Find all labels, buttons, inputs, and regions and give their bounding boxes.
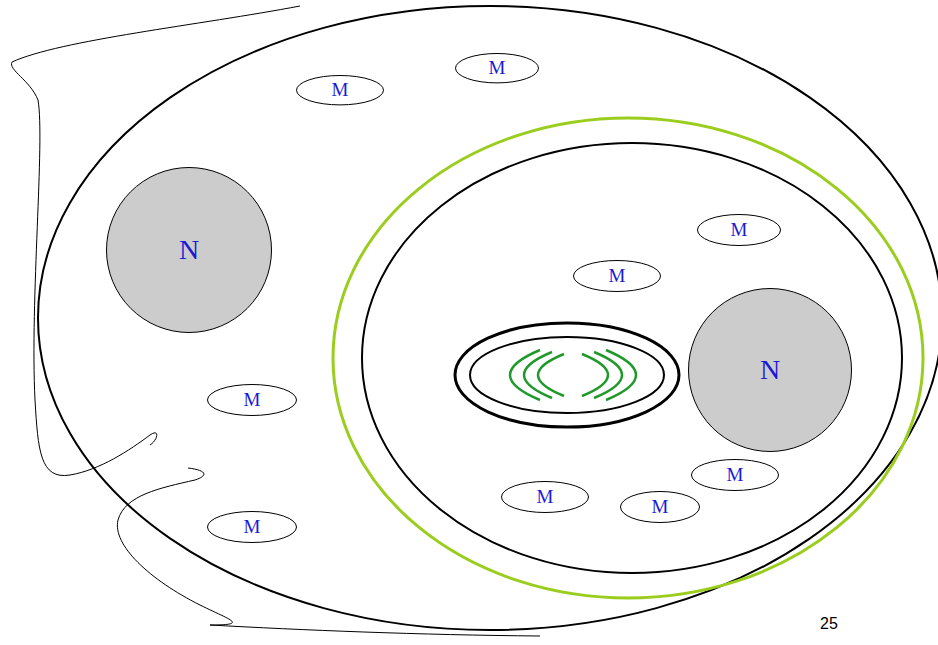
outline: [621, 492, 700, 523]
page-number: 25: [820, 615, 838, 633]
outline: [297, 75, 384, 104]
node-text-wrap: M: [207, 384, 297, 416]
nucleus: N: [688, 288, 852, 452]
organelle-label: M: [537, 486, 554, 508]
outline: [456, 53, 539, 82]
organelle-label: M: [727, 464, 744, 486]
endosymbiont-membrane: [362, 143, 902, 573]
organelle-label: N: [760, 354, 780, 386]
node-text-wrap: M: [620, 491, 700, 523]
organelle-label: M: [244, 516, 261, 538]
outline: [208, 512, 297, 543]
organelle-label: M: [731, 219, 748, 241]
outline: [689, 289, 852, 452]
outline: [574, 261, 661, 292]
mitochondrion: M: [207, 384, 297, 416]
outline: [208, 385, 297, 416]
outline: [502, 482, 589, 513]
outline: [692, 460, 779, 491]
host-cell-membrane: [38, 6, 938, 630]
node-text-wrap: M: [501, 481, 589, 513]
outline: [107, 168, 272, 333]
thylakoids: [510, 350, 636, 400]
organelle-label: M: [244, 389, 261, 411]
node-text-wrap: M: [455, 53, 539, 83]
mitochondrion: M: [455, 53, 539, 83]
chloroplast-outer: [455, 323, 679, 427]
pseudopod: [12, 6, 300, 476]
engulfing-membrane: [333, 118, 923, 598]
node-text-wrap: M: [573, 260, 661, 292]
chloroplast-inner: [470, 337, 664, 413]
organelle-label: M: [652, 496, 669, 518]
nucleus: N: [106, 167, 272, 333]
node-text-wrap: M: [697, 214, 781, 246]
node-text-wrap: N: [106, 167, 272, 333]
organelle-label: M: [332, 79, 349, 101]
node-text-wrap: N: [688, 288, 852, 452]
organelle-label: M: [489, 57, 506, 79]
mitochondrion: M: [620, 491, 700, 523]
mitochondrion: M: [697, 214, 781, 246]
organelle-label: N: [179, 234, 199, 266]
mitochondrion: M: [207, 511, 297, 543]
mitochondrion: M: [691, 459, 779, 491]
node-text-wrap: M: [691, 459, 779, 491]
mitochondrion: M: [501, 481, 589, 513]
mitochondrion: M: [573, 260, 661, 292]
node-text-wrap: M: [207, 511, 297, 543]
node-text-wrap: M: [296, 75, 384, 105]
outline: [698, 215, 781, 246]
organelle-label: M: [609, 265, 626, 287]
pseudopod: [117, 468, 540, 636]
mitochondrion: M: [296, 75, 384, 105]
